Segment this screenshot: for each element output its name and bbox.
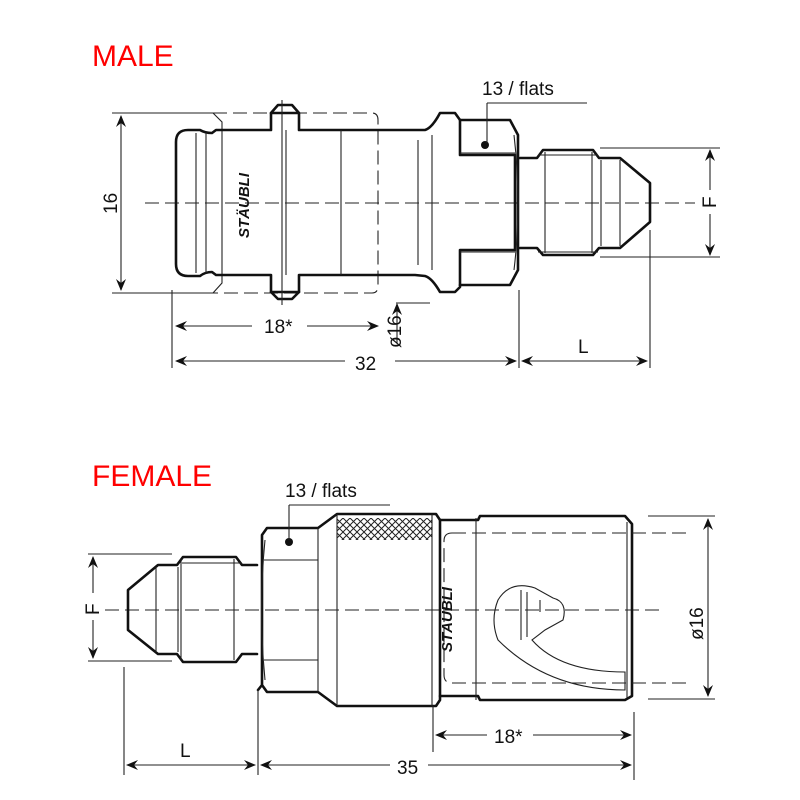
female-sleeve <box>438 514 634 702</box>
female-thread-tip <box>126 555 259 664</box>
female-bayonet-slot <box>493 585 626 691</box>
female-title: FEMALE <box>92 460 212 493</box>
female-thread-size-label: F <box>83 603 104 615</box>
male-engage-length-label: 18* <box>264 317 293 338</box>
female-thread-length-label: L <box>180 741 191 762</box>
male-title: MALE <box>92 40 174 73</box>
female-total-length-label: 35 <box>397 758 418 779</box>
male-hex-dot <box>481 141 489 149</box>
male-thread-tip <box>518 148 652 257</box>
male-sleeve-outline <box>213 112 379 294</box>
female-engage-length-label: 18* <box>494 727 523 748</box>
male-thread-length-label: L <box>578 337 589 358</box>
female-section: FEMALE STÄUBLI <box>83 460 715 780</box>
female-hex-flats-label: 13 / flats <box>285 481 357 502</box>
female-brand-logo: STÄUBLI <box>439 586 456 652</box>
male-body <box>174 111 517 294</box>
male-brand-logo: STÄUBLI <box>236 172 253 238</box>
male-diameter-label: ø16 <box>385 315 406 348</box>
male-hex-flats-label: 13 / flats <box>482 79 554 100</box>
male-thread-size-label: F <box>700 196 721 208</box>
male-section: MALE STÄUBLI <box>92 40 721 375</box>
male-total-length-label: 32 <box>355 354 376 375</box>
male-height-label: 16 <box>101 193 122 214</box>
female-hex-dot <box>285 538 293 546</box>
female-knurl-band <box>337 518 432 540</box>
female-hex <box>256 512 442 708</box>
female-diameter-label: ø16 <box>687 607 708 640</box>
